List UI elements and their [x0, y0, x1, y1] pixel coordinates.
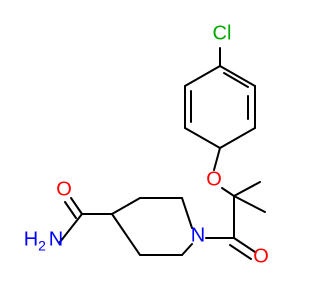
- bond-carbonyl-double-1: [233, 237, 256, 253]
- bond-amide-double-1: [70, 197, 83, 215]
- chlorine-atom-label: Cl: [213, 22, 232, 44]
- aryl-inner-bond-1: [223, 72, 249, 88]
- ether-oxygen-atom-label: O: [206, 168, 222, 190]
- aryl-bond-bottom-left: [184, 127, 221, 149]
- piperidine-bond-n-bottom: [181, 243, 193, 256]
- aryl-bond-bottom-right: [219, 127, 256, 149]
- chemical-structure-canvas: Cl O N O O H 2 N: [23, 22, 269, 268]
- bond-aryl-ether-o: [213, 147, 221, 171]
- bond-amide-c-n: [59, 213, 83, 243]
- aryl-bond-top-right: [219, 65, 256, 87]
- molecule-diagram: Cl O N O O H 2 N: [24, 22, 269, 267]
- amide-hydrogen-subscript-label: 2: [38, 238, 46, 254]
- piperidine-bond-left-bottom: [111, 213, 141, 256]
- bond-quaternary-methyl-right: [233, 195, 266, 213]
- bond-carbonyl-double-2: [229, 244, 252, 260]
- ketone-oxygen-atom-label: O: [253, 245, 269, 267]
- amide-hydrogen-label: H: [24, 228, 38, 250]
- piperidine-bond-n-top: [181, 197, 193, 229]
- amide-oxygen-atom-label: O: [56, 178, 72, 200]
- piperidine-nitrogen-atom-label: N: [191, 224, 205, 246]
- aryl-bond-top-left: [184, 65, 221, 87]
- atom-labels: Cl O N O O H 2 N: [24, 22, 269, 267]
- amide-nitrogen-atom-label: N: [49, 228, 63, 250]
- bond-quaternary-methyl-top: [233, 181, 261, 197]
- bond-ether-o-quaternary-c: [221, 187, 235, 197]
- piperidine-bond-left-top: [111, 197, 141, 215]
- bonds: [59, 47, 266, 260]
- bond-amide-double-2: [64, 201, 77, 219]
